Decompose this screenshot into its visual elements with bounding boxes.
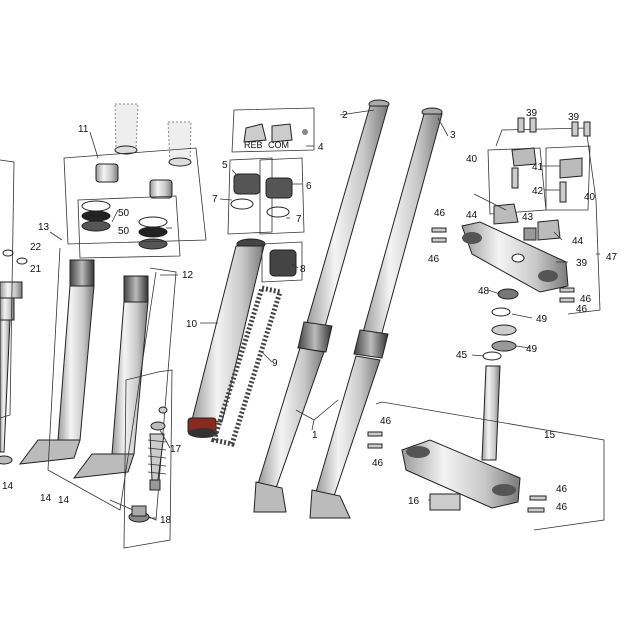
label-40b: 40	[584, 192, 596, 203]
label-44a: 44	[466, 210, 478, 221]
label-42: 42	[532, 186, 544, 197]
label-43: 43	[522, 212, 534, 223]
label-6: 6	[306, 181, 312, 192]
main-fork-pair	[253, 99, 443, 519]
adjuster-label-reb: REB	[244, 140, 263, 150]
label-8: 8	[300, 264, 306, 275]
label-49b: 49	[526, 344, 538, 355]
damper-group	[187, 238, 303, 447]
label-2: 2	[342, 110, 348, 121]
label-41: 41	[532, 162, 544, 173]
cartridge-group	[123, 369, 173, 549]
label-49a: 49	[536, 314, 548, 325]
label-13: 13	[38, 222, 50, 233]
label-14b: 14	[40, 493, 52, 504]
adjuster-label-com: COM	[268, 140, 289, 150]
label-44b: 44	[572, 236, 584, 247]
label-18: 18	[160, 515, 172, 526]
label-46b: 46	[428, 254, 440, 265]
label-46d: 46	[576, 304, 588, 315]
label-10: 10	[186, 319, 198, 330]
leader-lines	[49, 109, 600, 519]
label-1: 1	[312, 430, 318, 441]
left-fork-partial	[0, 159, 23, 465]
label-22: 22	[30, 242, 42, 253]
label-11: 11	[78, 124, 89, 135]
label-39b: 39	[568, 112, 580, 123]
label-15: 15	[544, 430, 556, 441]
label-39c: 39	[576, 258, 588, 269]
label-45: 45	[456, 350, 468, 361]
steering-stem-group	[481, 288, 519, 461]
label-46h: 46	[556, 502, 568, 513]
label-39a: 39	[526, 108, 538, 119]
label-47: 47	[606, 252, 618, 263]
label-14a: 14	[2, 481, 14, 492]
lower-clamp-group	[367, 401, 605, 531]
label-46e: 46	[380, 416, 392, 427]
label-46f: 46	[372, 458, 384, 469]
label-17: 17	[170, 444, 182, 455]
label-50a: 50	[118, 208, 130, 219]
label-46g: 46	[556, 484, 568, 495]
label-16: 16	[408, 496, 420, 507]
label-7a: 7	[212, 194, 218, 205]
label-5: 5	[222, 160, 228, 171]
label-9: 9	[272, 358, 278, 369]
label-48: 48	[478, 286, 490, 297]
label-21: 21	[30, 264, 42, 275]
adjuster-group	[227, 107, 315, 235]
label-50b: 50	[118, 226, 130, 237]
label-12: 12	[182, 270, 194, 281]
label-7b: 7	[296, 214, 302, 225]
part-labels: 1 2 3 4 5 6 7 7 8 9 10 11 12 13 14 14 14…	[2, 108, 618, 526]
label-46a: 46	[434, 208, 446, 219]
label-46c: 46	[580, 294, 592, 305]
label-3: 3	[450, 130, 456, 141]
part-21-22-rings	[2, 249, 28, 265]
label-4: 4	[318, 142, 324, 153]
fork-pair-left	[18, 103, 207, 521]
label-40a: 40	[466, 154, 478, 165]
label-14c: 14	[58, 495, 70, 506]
top-clamp-group	[431, 117, 601, 315]
